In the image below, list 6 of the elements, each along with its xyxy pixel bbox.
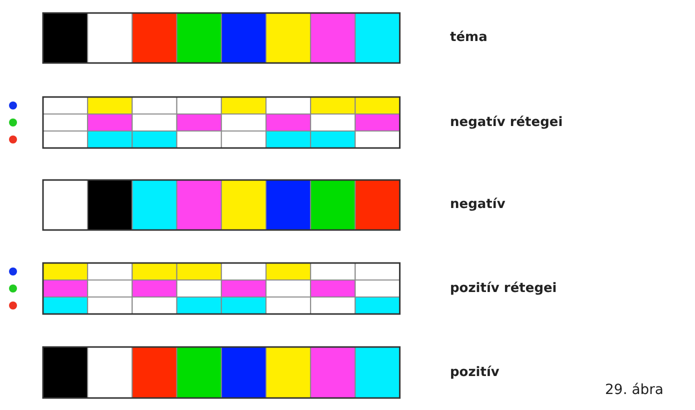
row-label: téma xyxy=(450,30,488,45)
row-label: pozitív xyxy=(450,365,500,380)
row-label: negatív xyxy=(450,197,506,212)
figure-caption: 29. ábra xyxy=(605,382,664,398)
row-label: negatív rétegei xyxy=(450,115,563,130)
row-label: pozitív rétegei xyxy=(450,281,557,296)
